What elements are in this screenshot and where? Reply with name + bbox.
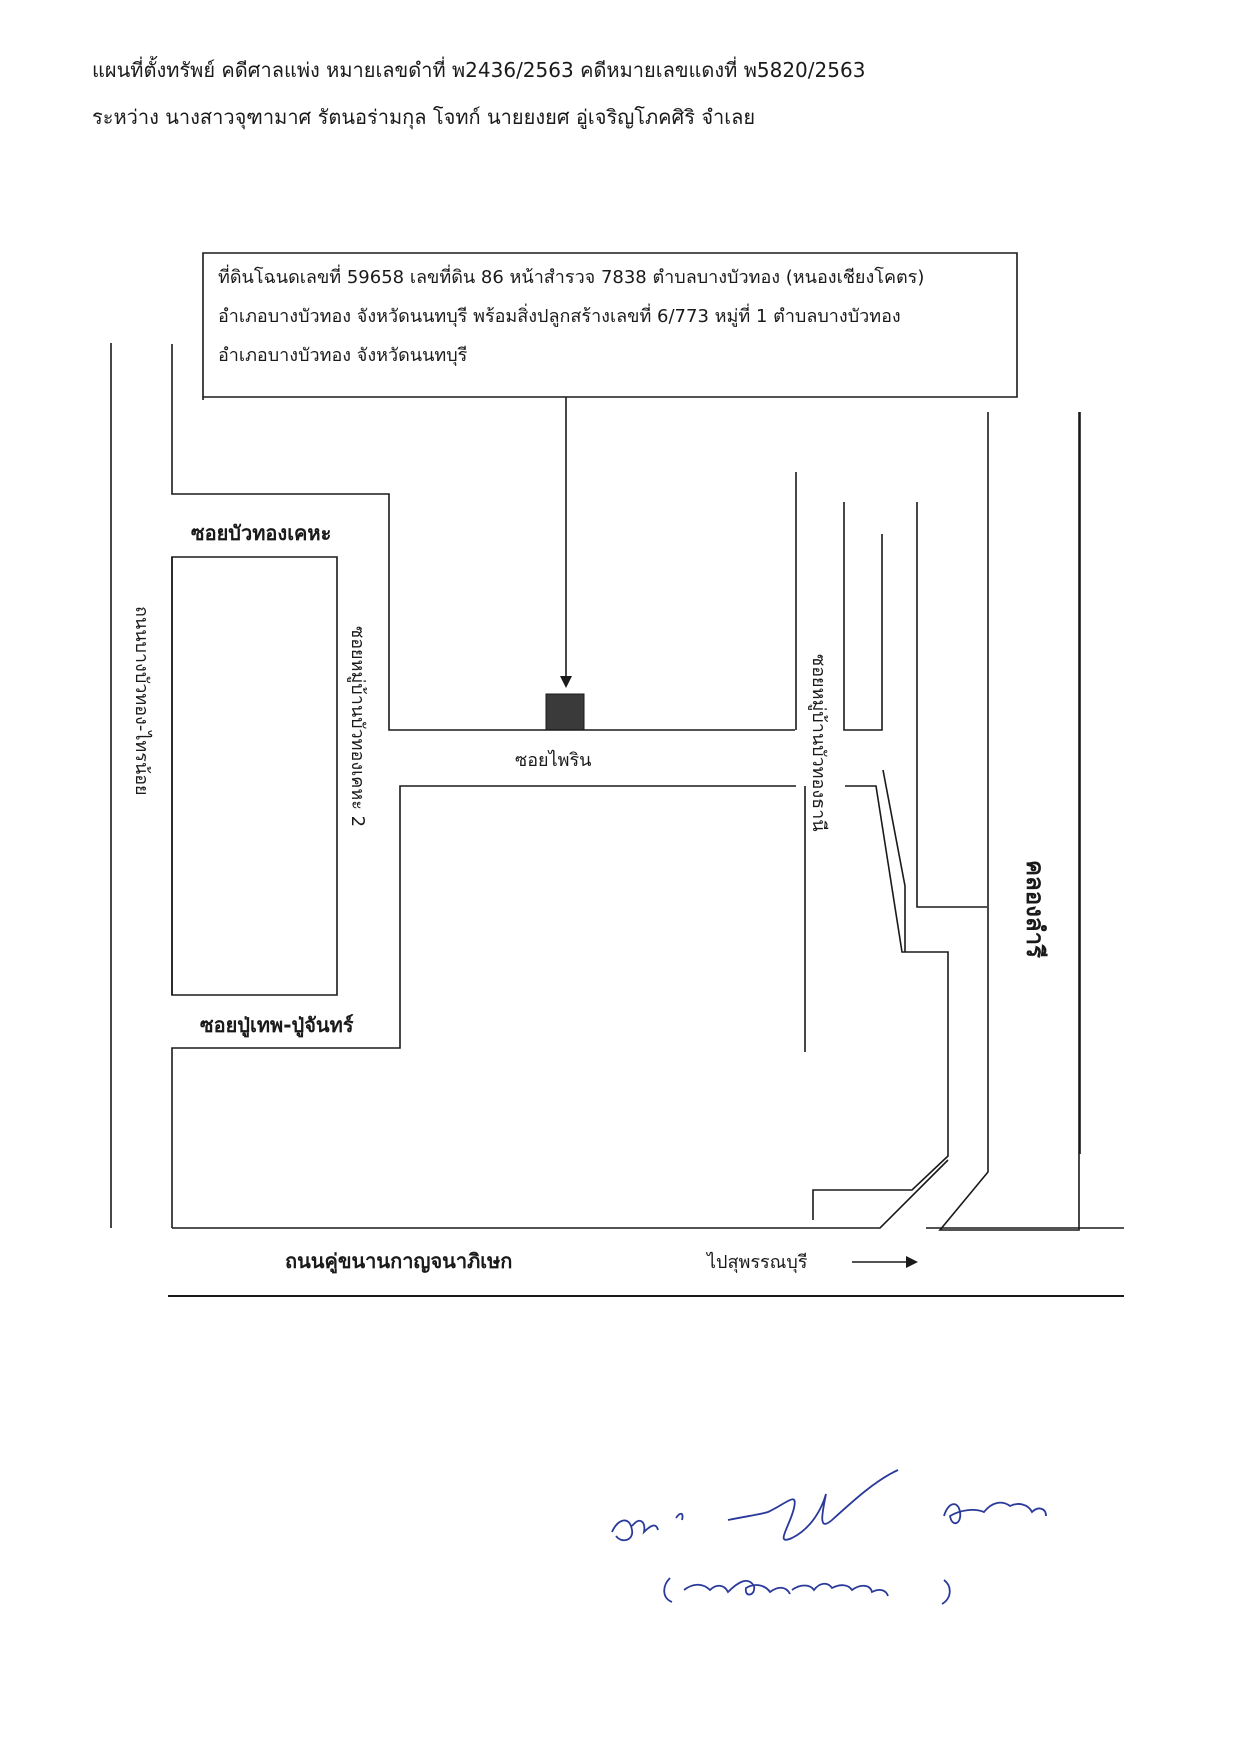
- road-edge-block: [171, 556, 338, 996]
- callout-line-2: อำเภอบางบัวทอง จังหวัดนนทบุรี พร้อมสิ่งป…: [218, 303, 901, 327]
- label-canal: คลองลำรี: [1021, 860, 1049, 958]
- road-edge-kheha-north: [171, 344, 795, 731]
- label-to-suphan-buri: ไปสุพรรณบุรี: [705, 1251, 808, 1273]
- label-soi-pu-thep-pu-chan: ซอยปู่เทพ-ปู่จันทร์: [200, 1013, 354, 1039]
- document-title: แผนที่ตั้งทรัพย์ คดีศาลแพ่ง หมายเลขดำที่…: [92, 58, 866, 82]
- road-edge-east-top: [843, 502, 883, 731]
- label-soi-bua-thong-kheha: ซอยบัวทองเคหะ: [191, 521, 331, 545]
- property-marker-icon: [545, 693, 585, 731]
- canal-banks: [938, 412, 1080, 1231]
- road-edge-canal-west: [916, 502, 987, 908]
- callout-box: ที่ดินโฉนดเลขที่ 59658 เลขที่ดิน 86 หน้า…: [202, 252, 1018, 400]
- road-edge-kanchanaphisek-north: [172, 1159, 949, 1229]
- handwritten-signature: [611, 1469, 1047, 1605]
- document-parties: ระหว่าง นางสาวจุฑามาศ รัตนอร่ามกุล โจทก์…: [92, 105, 756, 129]
- road-edge-east-lower: [812, 785, 949, 1220]
- label-sainoi-road: ถนนบางบัวทอง-ไทรน้อย: [131, 606, 153, 796]
- label-soi-moo-baan-thani: ซอยหมู่บ้านบัวทองธานี: [808, 654, 829, 832]
- label-kanchanaphisek-road: ถนนคู่ขนานกาญจนาภิเษก: [285, 1249, 512, 1275]
- label-soi-phairin: ซอยไพริน: [515, 749, 591, 771]
- road-edge-south: [171, 785, 796, 1228]
- road-edge-east-connector: [882, 769, 906, 952]
- callout-line-1: ที่ดินโฉนดเลขที่ 59658 เลขที่ดิน 86 หน้า…: [218, 264, 924, 288]
- callout-line-3: อำเภอบางบัวทอง จังหวัดนนทบุรี: [218, 345, 468, 366]
- label-soi-moo-baan-kheha-2: ซอยหมู่บ้านบัวทองเคหะ 2: [347, 626, 368, 827]
